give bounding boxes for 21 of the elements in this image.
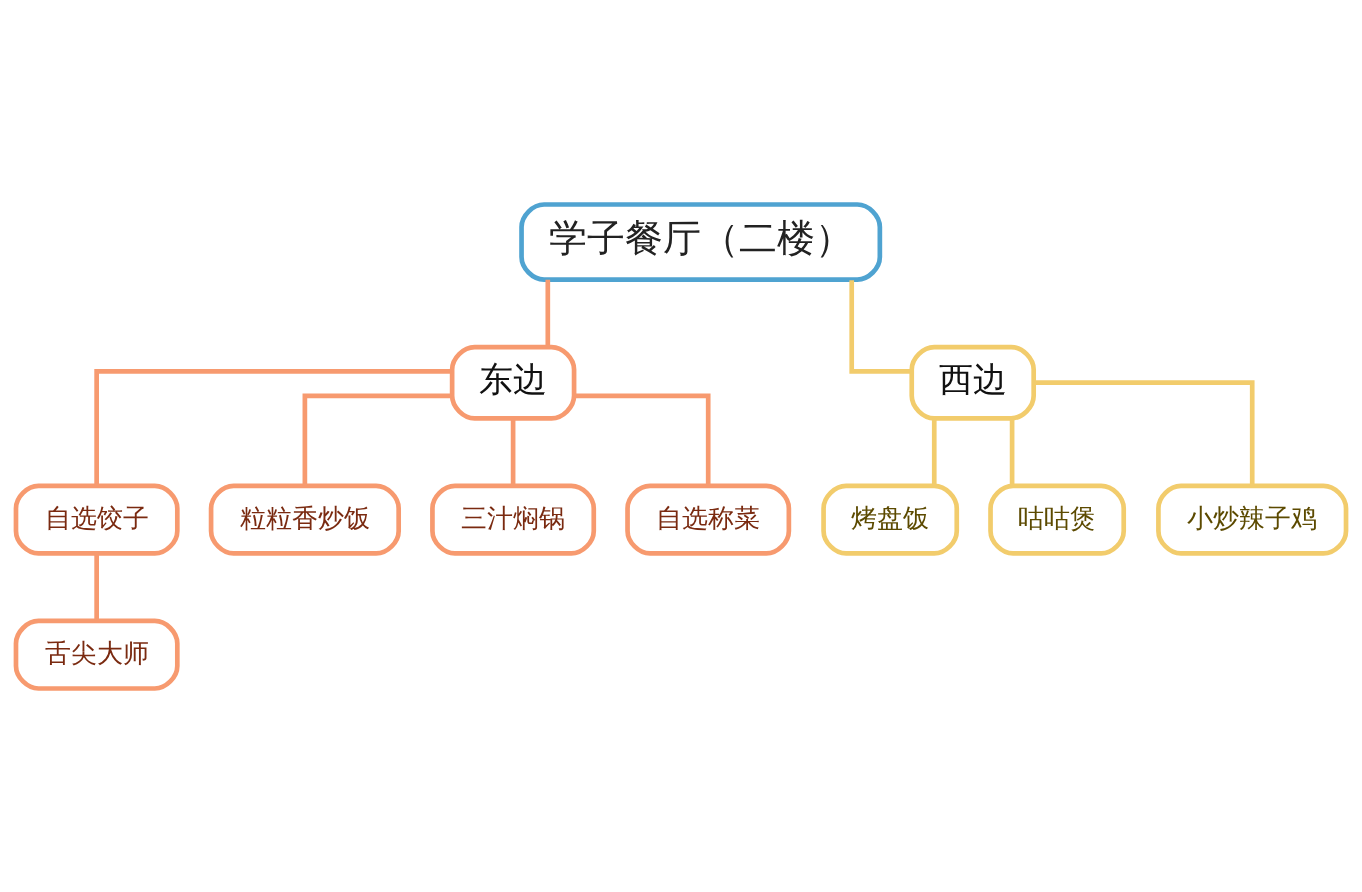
node-box: 学子餐厅（二楼） [519, 201, 883, 282]
connector [1034, 379, 1255, 486]
node-box: 舌尖大师 [13, 618, 180, 691]
node-box: 烤盘饭 [821, 483, 960, 556]
connector [94, 553, 99, 620]
connector [1009, 418, 1015, 485]
node-box: 东边 [449, 344, 577, 421]
connector [510, 418, 516, 485]
node-box: 西边 [909, 344, 1037, 421]
connector [302, 393, 452, 486]
connector [574, 393, 711, 486]
node-box: 咕咕煲 [988, 483, 1127, 556]
node-box: 小炒辣子鸡 [1156, 483, 1349, 556]
node-box: 粒粒香炒饭 [208, 483, 401, 556]
node-box: 三汁焖锅 [430, 483, 597, 556]
connector [849, 279, 912, 374]
node-box: 自选称菜 [625, 483, 792, 556]
connector [931, 418, 937, 485]
connector [94, 368, 452, 485]
connector [545, 279, 551, 347]
node-box: 自选饺子 [13, 483, 180, 556]
